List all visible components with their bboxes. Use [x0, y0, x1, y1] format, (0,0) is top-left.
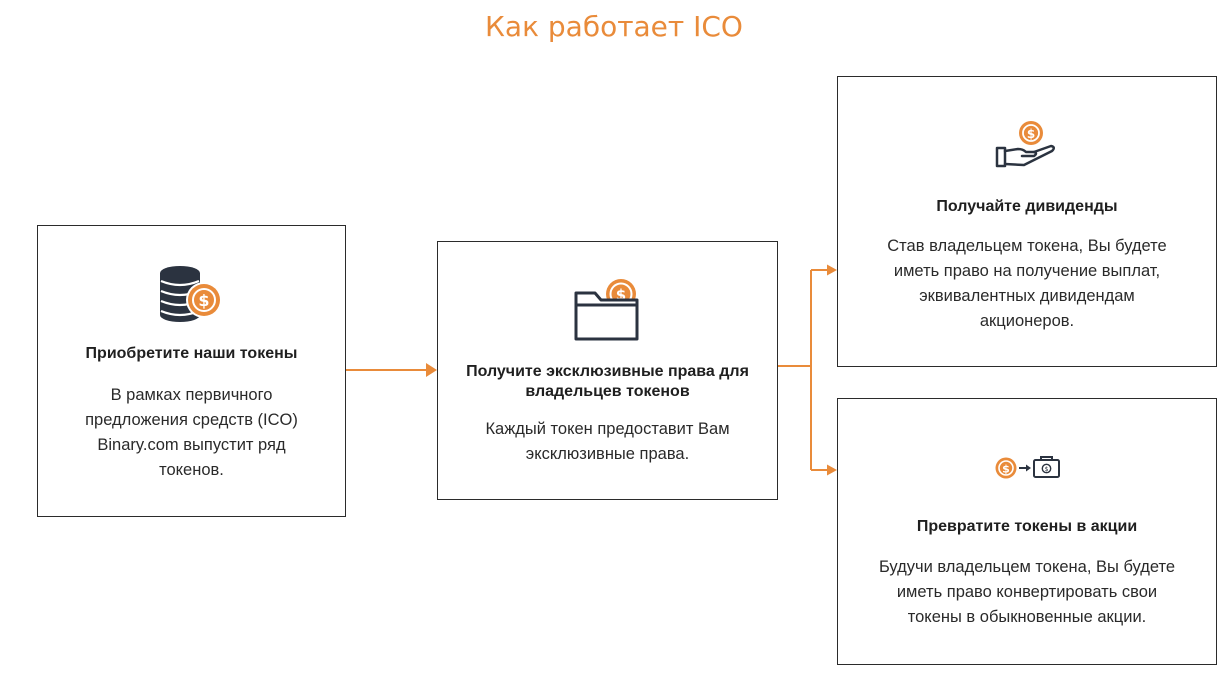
- step-body: В рамках первичного предложения средств …: [38, 383, 345, 483]
- step-body: Будучи владельцем токена, Вы будете имет…: [838, 555, 1216, 630]
- dollar-to-stock-icon: $ $: [995, 456, 1060, 479]
- step-heading: Превратите токены в акции: [916, 518, 1138, 535]
- svg-text:$: $: [1002, 463, 1010, 476]
- body-line: иметь право на получение выплат,: [893, 262, 1161, 280]
- heading-line: Получите эксклюзивные права для: [466, 363, 749, 380]
- body-line: В рамках первичного: [110, 386, 273, 404]
- step-card-exclusive-rights: $ Получите эксклюзивные права для владел…: [437, 241, 778, 500]
- heading-line: владельцев токенов: [525, 383, 690, 400]
- body-line: Binary.com выпустит ряд: [97, 436, 286, 454]
- arrow-head-step-4: [827, 464, 837, 476]
- arrow-head-step-3: [827, 264, 837, 276]
- svg-text:$: $: [1045, 466, 1049, 473]
- step-card-convert-to-shares: $ $ Превратите токены в акции Будучи вла…: [837, 398, 1217, 665]
- hand-coin-icon: $: [995, 121, 1055, 168]
- body-line: эксклюзивные права.: [525, 445, 690, 463]
- svg-text:$: $: [198, 291, 209, 310]
- body-line: Будучи владельцем токена, Вы будете: [878, 558, 1176, 576]
- coins-stack-icon: $: [160, 266, 222, 322]
- step-body: Став владельцем токена, Вы будете иметь …: [838, 234, 1216, 334]
- svg-text:$: $: [1027, 127, 1035, 141]
- body-line: Каждый токен предоставит Вам: [485, 420, 730, 438]
- body-line: предложения средств (ICO): [85, 411, 298, 429]
- step-body: Каждый токен предоставит Вам эксклюзивны…: [438, 417, 777, 467]
- step-heading: Получайте дивиденды: [936, 198, 1118, 215]
- step-card-dividends: $ Получайте дивиденды Став владельцем то…: [837, 76, 1217, 367]
- arrow-head-step-2: [426, 363, 437, 377]
- folder-dollar-icon: $: [574, 279, 639, 341]
- step-heading: Получите эксклюзивные права для владельц…: [438, 362, 777, 402]
- body-line: токены в обыкновенные акции.: [907, 608, 1147, 626]
- step-heading: Приобретите наши токены: [85, 345, 298, 362]
- body-line: эквивалентных дивидендам: [919, 287, 1135, 305]
- body-line: Став владельцем токена, Вы будете: [887, 237, 1167, 255]
- page-title: Как работает ICO: [485, 10, 743, 43]
- body-line: иметь право конвертировать свои: [896, 583, 1158, 601]
- body-line: токенов.: [159, 461, 224, 479]
- svg-text:$: $: [616, 286, 626, 304]
- step-card-buy-tokens: $ Приобретите наши токены В рамках перви…: [37, 225, 346, 517]
- body-line: акционеров.: [979, 312, 1075, 330]
